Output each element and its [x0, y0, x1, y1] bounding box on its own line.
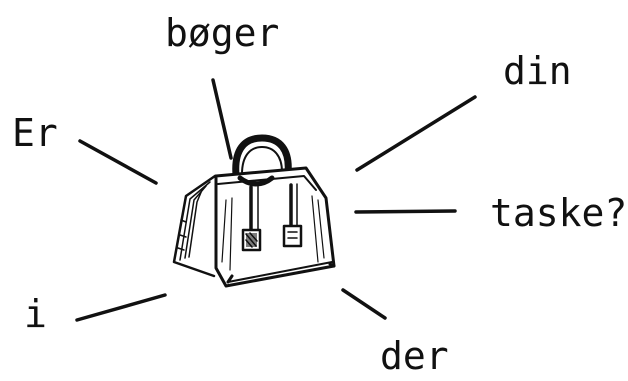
connector-line-left: [80, 141, 156, 183]
connector-line-top: [213, 80, 231, 158]
word-boger: bøger: [165, 14, 279, 52]
connector-line-right: [356, 211, 455, 212]
word-din: din: [503, 52, 572, 90]
word-i: i: [24, 295, 47, 333]
connector-line-bottom-left: [77, 295, 165, 320]
word-er: Er: [12, 114, 58, 152]
word-der: der: [380, 337, 449, 375]
connector-line-bottom-right: [343, 290, 385, 318]
word-taske: taske?: [490, 194, 627, 232]
connector-line-top-right: [357, 97, 475, 170]
bag-icon: [174, 138, 334, 286]
